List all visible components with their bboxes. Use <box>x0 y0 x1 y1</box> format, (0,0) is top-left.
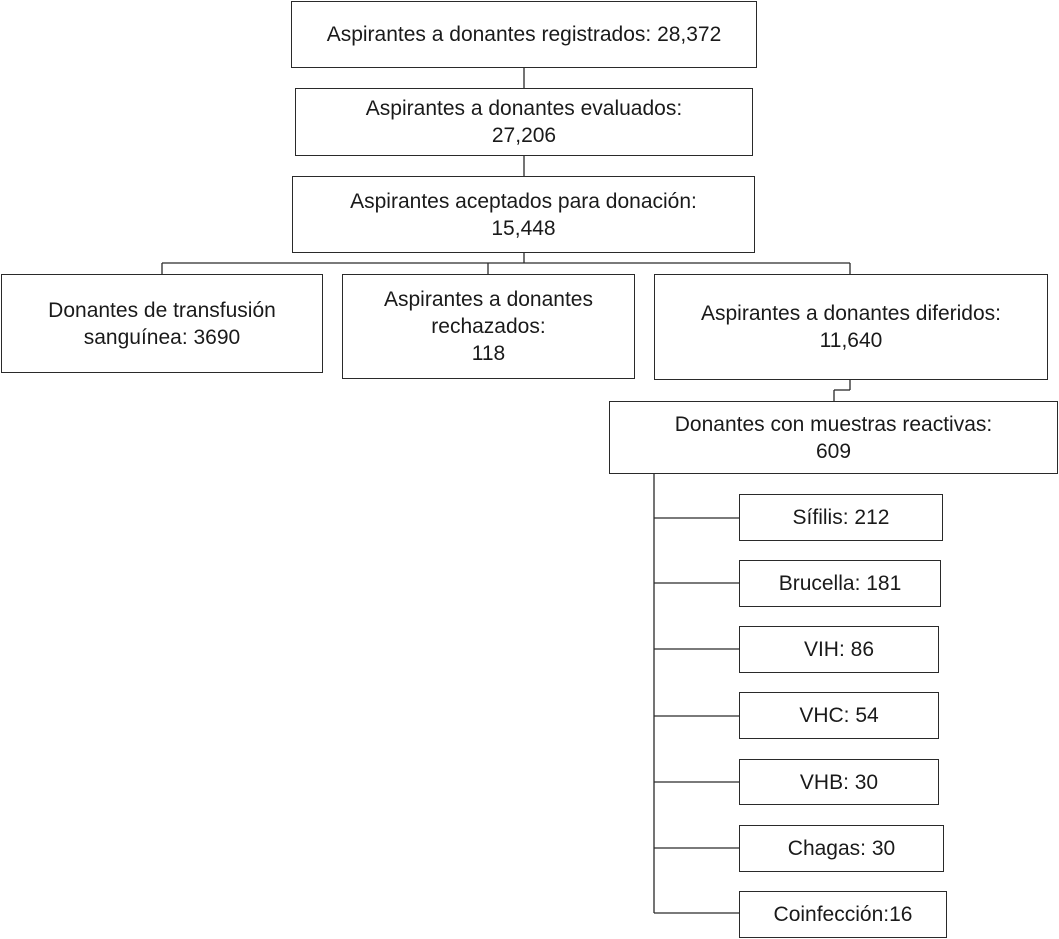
result-chagas-box: Chagas: 30 <box>739 825 944 872</box>
result-vhb-box: VHB: 30 <box>739 759 939 805</box>
reactive-label: Donantes con muestras reactivas: 609 <box>674 412 993 463</box>
result-brucella-label: Brucella: 181 <box>778 572 902 595</box>
result-chagas-label: Chagas: 30 <box>787 837 896 860</box>
accepted-box: Aspirantes aceptados para donación: 15,4… <box>292 176 755 253</box>
transfusion-donors-box: Donantes de transfusión sanguínea: 3690 <box>1 274 323 373</box>
registered-box: Aspirantes a donantes registrados: 28,37… <box>291 1 757 68</box>
rejected-box: Aspirantes a donantes rechazados: 118 <box>342 274 635 379</box>
result-coinfeccion-label: Coinfección:16 <box>773 903 913 926</box>
deferred-label: Aspirantes a donantes diferidos: 11,640 <box>700 302 1002 352</box>
evaluated-box: Aspirantes a donantes evaluados: 27,206 <box>295 88 753 156</box>
result-coinfeccion-box: Coinfección:16 <box>739 891 947 938</box>
result-vih-box: VIH: 86 <box>739 626 939 673</box>
result-vhb-label: VHB: 30 <box>799 770 879 794</box>
result-sifilis-label: Sífilis: 212 <box>792 506 890 529</box>
rejected-label: Aspirantes a donantes rechazados: 118 <box>384 288 593 365</box>
evaluated-label: Aspirantes a donantes evaluados: 27,206 <box>365 97 683 147</box>
result-sifilis-box: Sífilis: 212 <box>739 494 943 541</box>
accepted-label: Aspirantes aceptados para donación: 15,4… <box>350 189 697 240</box>
transfusion-donors-label: Donantes de transfusión sanguínea: 3690 <box>48 298 276 349</box>
result-brucella-box: Brucella: 181 <box>739 560 941 607</box>
reactive-box: Donantes con muestras reactivas: 609 <box>609 401 1058 474</box>
registered-label: Aspirantes a donantes registrados: 28,37… <box>326 23 722 46</box>
result-vih-label: VIH: 86 <box>803 638 875 661</box>
result-vhc-box: VHC: 54 <box>739 692 939 739</box>
deferred-box: Aspirantes a donantes diferidos: 11,640 <box>654 274 1048 380</box>
result-vhc-label: VHC: 54 <box>799 704 879 727</box>
